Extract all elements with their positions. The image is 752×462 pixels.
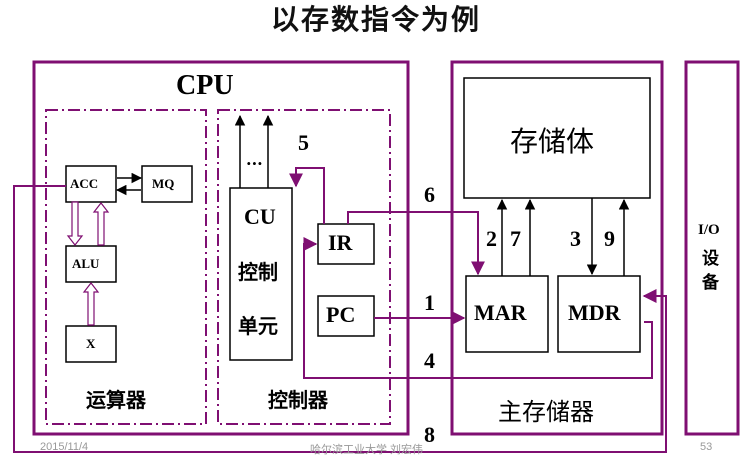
x-box — [65, 325, 117, 363]
path-6 — [347, 211, 485, 276]
mq-box — [141, 165, 193, 203]
storage-bank-label: 存储体 — [510, 125, 595, 158]
x-label: X — [86, 336, 96, 351]
step-5: 5 — [298, 130, 309, 155]
alu-label: ALU — [72, 256, 100, 271]
storage-bank-box — [463, 77, 651, 199]
footer-date: 2015/11/4 — [40, 441, 89, 453]
io-label-line2: 设 — [702, 249, 719, 269]
pc-label: PC — [326, 302, 356, 327]
cu-label-line2: 控制 — [238, 260, 278, 284]
acc-box — [65, 165, 117, 203]
step-1: 1 — [424, 290, 435, 315]
cu-label-line1: CU — [244, 204, 276, 229]
ir-box — [317, 223, 375, 265]
mdr-label: MDR — [568, 300, 621, 325]
pc-box — [317, 295, 375, 337]
io-label-line3: 备 — [702, 273, 719, 293]
alu-to-acc-arrow — [92, 202, 110, 246]
x-to-alu-arrow — [82, 282, 100, 326]
alu-box — [65, 245, 117, 283]
step-9: 9 — [604, 226, 615, 251]
step-3: 3 — [570, 226, 581, 251]
step-6: 6 — [424, 182, 435, 207]
cpu-label: CPU — [176, 70, 234, 101]
step-8: 8 — [424, 422, 435, 447]
mar-label: MAR — [474, 300, 527, 325]
cu-label-line3: 单元 — [238, 314, 278, 338]
mq-label: MQ — [152, 176, 175, 191]
control-unit-caption: 控制器 — [268, 388, 328, 412]
path-5 — [289, 167, 325, 224]
footer-author: 哈尔滨工业大学 刘宏伟 — [310, 444, 424, 456]
path-4 — [303, 237, 653, 379]
path-8 — [13, 185, 667, 453]
main-memory-caption: 主存储器 — [498, 398, 594, 426]
step-4: 4 — [424, 348, 435, 373]
acc-label: ACC — [70, 176, 99, 191]
acc-to-alu-arrow — [66, 201, 84, 246]
alu-unit-caption: 运算器 — [86, 388, 146, 412]
cu-control-dots: ... — [246, 150, 263, 169]
ir-label: IR — [328, 230, 353, 255]
mdr-box — [557, 275, 641, 353]
cpu-border — [32, 60, 410, 436]
control-unit-border — [217, 109, 391, 425]
mar-box — [465, 275, 549, 353]
alu-unit-border — [45, 109, 207, 425]
cu-box — [229, 187, 293, 361]
step-2: 2 — [486, 226, 497, 251]
main-memory-border — [450, 60, 664, 436]
io-device-border — [684, 60, 740, 436]
step-7: 7 — [510, 226, 521, 251]
io-label-line1: I/O — [698, 222, 720, 238]
slide-title: 以存数指令为例 — [270, 3, 481, 36]
footer-page: 53 — [700, 441, 713, 453]
